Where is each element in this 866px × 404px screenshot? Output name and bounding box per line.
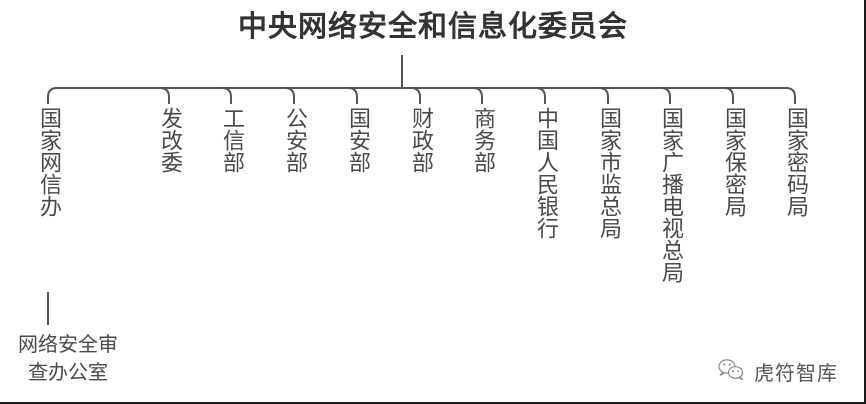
member-column: 国家密码局 — [780, 107, 810, 221]
sub-node-line-1: 网络安全审 — [18, 332, 118, 356]
member-column-label: 工信部 — [219, 107, 244, 173]
member-column: 商务部 — [467, 107, 497, 177]
member-column-label: 财政部 — [408, 107, 433, 173]
member-column: 财政部 — [405, 107, 435, 177]
member-column: 国安部 — [342, 107, 372, 177]
member-column-label: 国家广播电视总局 — [658, 107, 683, 283]
member-column: 中国人民银行 — [530, 107, 560, 243]
member-column: 国家网信办 — [33, 107, 63, 221]
wechat-icon — [716, 358, 746, 386]
member-column-label: 国家网信办 — [36, 107, 61, 217]
member-column: 发改委 — [154, 107, 184, 177]
member-column-label: 国家密码局 — [783, 107, 808, 217]
page-title: 中央网络安全和信息化委员会 — [237, 9, 628, 43]
watermark: 虎符智库 — [716, 357, 838, 386]
member-column-label: 发改委 — [157, 107, 182, 173]
watermark-label: 虎符智库 — [754, 361, 838, 385]
member-column: 国家广播电视总局 — [655, 107, 685, 287]
sub-node-line-2: 查办公室 — [28, 360, 108, 384]
member-column-label: 国安部 — [345, 107, 370, 173]
member-column-label: 中国人民银行 — [533, 107, 558, 239]
member-column: 工信部 — [216, 107, 246, 177]
member-column: 国家保密局 — [718, 107, 748, 221]
member-column-label: 国家保密局 — [721, 107, 746, 217]
member-column-label: 商务部 — [470, 107, 495, 173]
member-column-label: 国家市监总局 — [596, 107, 621, 239]
member-column: 国家市监总局 — [593, 107, 623, 243]
member-column: 公安部 — [279, 107, 309, 177]
member-column-label: 公安部 — [282, 107, 307, 173]
sub-node-cybersecurity-review-office: 网络安全审 查办公室 — [2, 330, 134, 386]
